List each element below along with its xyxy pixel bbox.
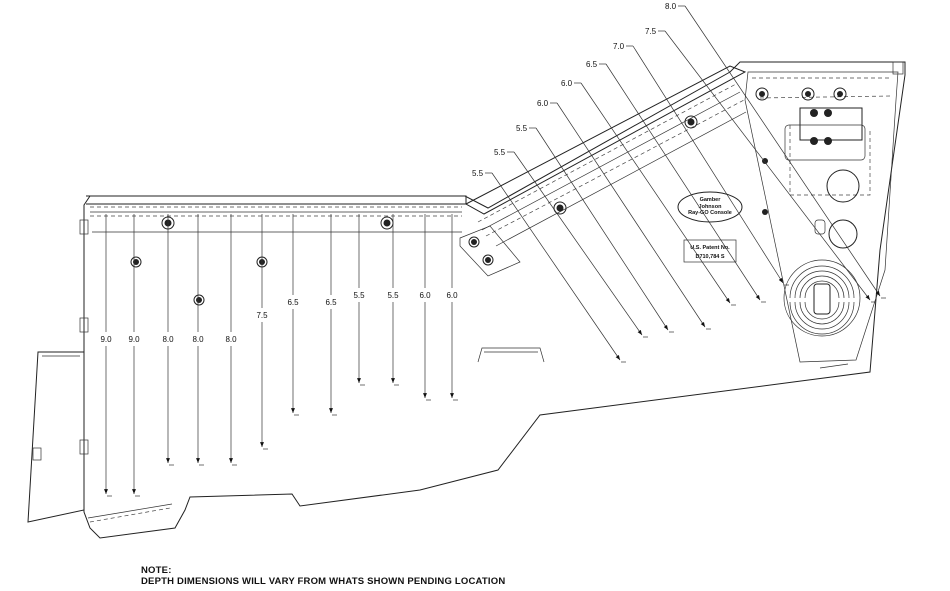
depth-dimension-vertical: 9.0 (128, 214, 140, 497)
depth-label: 6.0 (537, 99, 549, 108)
depth-dimension-vertical: 5.5 (353, 214, 365, 386)
depth-dimension-angled: 5.5 (516, 124, 674, 333)
depth-dimension-angled: 6.0 (561, 79, 736, 306)
depth-label: 8.0 (162, 335, 174, 344)
speaker-grille (783, 259, 861, 337)
depth-label: 9.0 (100, 335, 112, 344)
svg-text:D710,784 S: D710,784 S (695, 254, 724, 260)
depth-dimension-angled: 7.0 (613, 42, 789, 286)
depth-dimension-angled: 5.5 (472, 169, 626, 363)
note-text: DEPTH DIMENSIONS WILL VARY FROM WHATS SH… (141, 576, 506, 587)
depth-dimension-vertical: 8.0 (192, 214, 204, 466)
depth-dimension-vertical: 8.0 (162, 214, 174, 466)
depth-label: 8.0 (192, 335, 204, 344)
depth-label: 5.5 (353, 291, 365, 300)
depth-dimension-vertical: 9.0 (100, 214, 112, 497)
depth-label: 5.5 (387, 291, 399, 300)
depth-dimension-angled: 7.5 (645, 27, 876, 303)
depth-dimension-angled: 8.0 (665, 2, 886, 299)
depth-label: 9.0 (128, 335, 140, 344)
gamber-johnson-logo: Gamber Johnson Ray-GO Console (677, 191, 743, 223)
note-heading: NOTE: (141, 565, 172, 576)
depth-label: 7.0 (613, 42, 625, 51)
right-panel (744, 71, 899, 363)
depth-label: 6.0 (561, 79, 573, 88)
depth-label: 6.0 (419, 291, 431, 300)
side-flap (27, 351, 85, 523)
depth-label: 6.0 (446, 291, 458, 300)
depth-dimension-vertical: 6.0 (446, 214, 458, 401)
top-rail-angled (464, 65, 747, 215)
depth-label: 6.5 (586, 60, 598, 69)
depth-dimension-angled: 6.0 (537, 99, 711, 330)
svg-text:Johnson: Johnson (699, 204, 723, 210)
angled-depth-dimensions: 5.5 5.5 5.5 6.0 6.0 6.5 7.0 7.5 8.0 (472, 2, 886, 363)
patent-label: U.S. Patent No. D710,784 S (683, 239, 737, 263)
depth-label: 5.5 (494, 148, 506, 157)
depth-dimension-vertical: 7.5 (256, 214, 268, 450)
depth-label: 6.5 (325, 298, 337, 307)
depth-dimension-vertical: 6.5 (325, 214, 337, 416)
vertical-depth-dimensions: 9.0 9.0 8.0 8.0 8.0 7.5 6.5 6.5 5.5 5.5 6.0 6.0 (100, 214, 458, 497)
depth-dimension-vertical: 8.0 (225, 214, 237, 466)
depth-dimension-vertical: 6.5 (287, 214, 299, 416)
drawing-note: NOTE: DEPTH DIMENSIONS WILL VARY FROM WH… (141, 565, 505, 587)
top-rail-left (86, 195, 467, 205)
depth-label: 5.5 (516, 124, 528, 133)
depth-label: 7.5 (645, 27, 657, 36)
depth-label: 8.0 (665, 2, 677, 11)
depth-label: 5.5 (472, 169, 484, 178)
depth-dimension-vertical: 6.0 (419, 214, 431, 401)
depth-label: 7.5 (256, 311, 268, 320)
bracket-part (477, 347, 545, 363)
svg-text:Gamber: Gamber (700, 197, 722, 203)
depth-dimension-angled: 6.5 (586, 60, 766, 303)
depth-dimension-vertical: 5.5 (387, 214, 399, 386)
depth-label: 8.0 (225, 335, 237, 344)
svg-text:Ray-GO Console: Ray-GO Console (688, 210, 732, 216)
console-outline (83, 61, 906, 539)
svg-text:U.S. Patent No.: U.S. Patent No. (690, 245, 730, 251)
depth-label: 6.5 (287, 298, 299, 307)
depth-dimension-angled: 5.5 (494, 148, 648, 338)
